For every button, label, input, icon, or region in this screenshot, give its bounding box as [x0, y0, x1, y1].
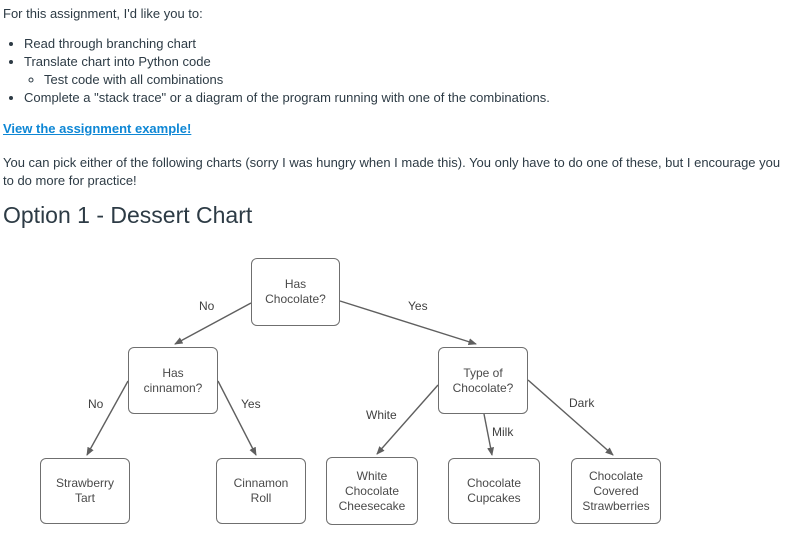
node-has-cinnamon: Has cinnamon? [128, 347, 218, 414]
task-item: Translate chart into Python code Test co… [24, 53, 794, 89]
edge-label-milk: Milk [492, 425, 514, 439]
node-white-chocolate-cheesecake: White Chocolate Cheesecake [326, 457, 418, 525]
task-list: Read through branching chart Translate c… [3, 35, 794, 107]
edge-label-yes-chocolate: Yes [408, 299, 428, 313]
link-row: View the assignment example! [3, 120, 794, 138]
task-item: Complete a "stack trace" or a diagram of… [24, 89, 794, 107]
edge-label-white: White [366, 408, 397, 422]
option1-heading: Option 1 - Dessert Chart [3, 202, 253, 228]
dessert-flowchart: Has Chocolate? Has cinnamon? Type of Cho… [3, 245, 797, 535]
edge-label-dark: Dark [569, 396, 595, 410]
edge-label-yes-cinnamon: Yes [241, 397, 261, 411]
chart-note-text: You can pick either of the following cha… [3, 155, 781, 188]
node-strawberry-tart: Strawberry Tart [40, 458, 130, 524]
subtask-list: Test code with all combinations [24, 71, 794, 89]
node-type-of-chocolate: Type of Chocolate? [438, 347, 528, 414]
node-chocolate-cupcakes: Chocolate Cupcakes [448, 458, 540, 524]
task-item-label: Translate chart into Python code [24, 54, 211, 69]
assignment-example-link[interactable]: View the assignment example! [3, 121, 192, 136]
subtask-item: Test code with all combinations [44, 71, 794, 89]
node-chocolate-covered-strawberries: Chocolate Covered Strawberries [571, 458, 661, 524]
edge-label-no-chocolate: No [199, 299, 215, 313]
edge-label-no-cinnamon: No [88, 397, 104, 411]
intro-text: For this assignment, I'd like you to: [3, 6, 203, 21]
task-item: Read through branching chart [24, 35, 794, 53]
node-cinnamon-roll: Cinnamon Roll [216, 458, 306, 524]
node-has-chocolate: Has Chocolate? [251, 258, 340, 326]
